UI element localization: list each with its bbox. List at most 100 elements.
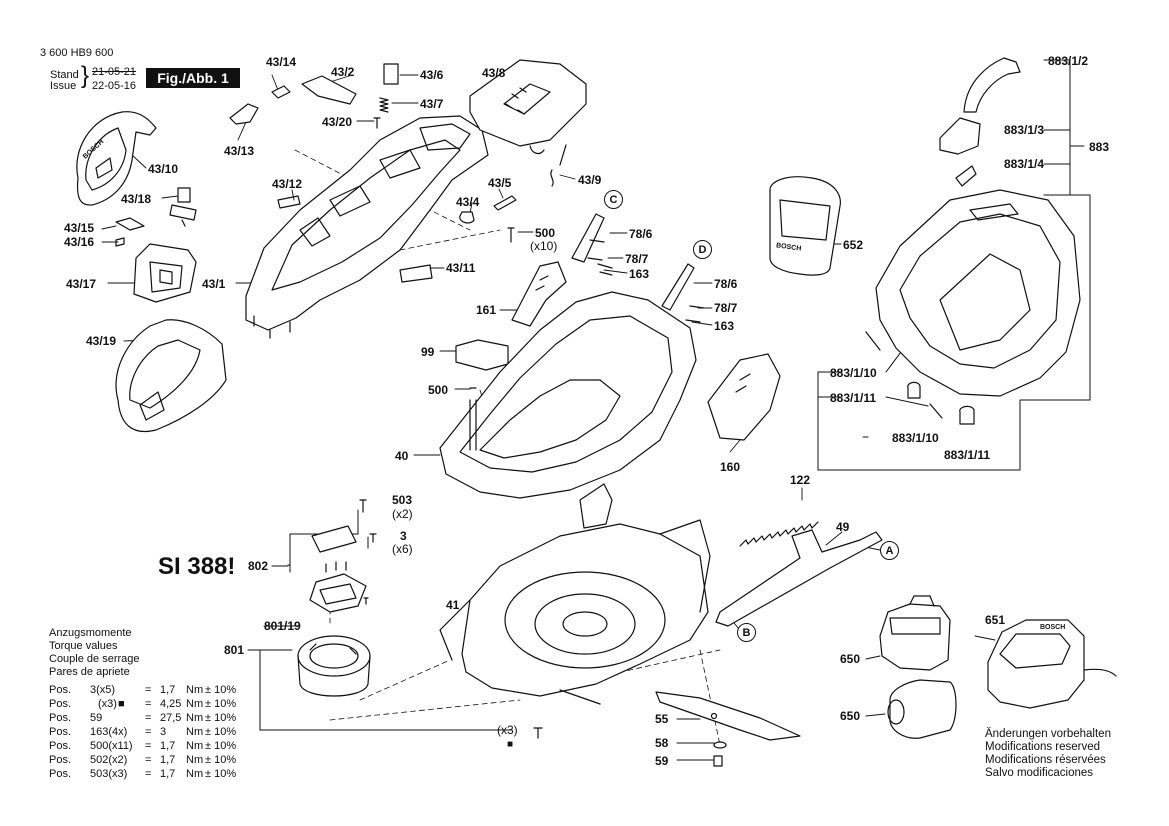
- torque-row-pos: Pos.: [49, 740, 72, 752]
- torque-row-tol: ± 10%: [205, 754, 237, 766]
- date-brace: }: [81, 62, 90, 89]
- torque-row-tol: ± 10%: [205, 712, 237, 724]
- torque-marker-square: ■: [507, 739, 514, 750]
- torque-row-unit: Nm: [186, 740, 204, 752]
- new-date: 22-05-16: [92, 80, 137, 92]
- callout-49: 49: [836, 520, 850, 534]
- callout-500-top: 500: [535, 226, 556, 240]
- torque-row-item: 59: [90, 712, 103, 724]
- torque-row-eq: =: [145, 698, 152, 710]
- callout-78-7-c: 78/7: [625, 252, 649, 266]
- callout-43-13: 43/13: [224, 144, 255, 158]
- callout-40: 40: [395, 449, 409, 463]
- callout-43-1: 43/1: [202, 277, 226, 291]
- reference-circle-b: B: [737, 623, 756, 642]
- callout-43-18: 43/18: [121, 192, 152, 206]
- callout-652: 652: [843, 238, 864, 252]
- callout-58: 58: [655, 736, 669, 750]
- callout-883-1-11-left: 883/1/11: [830, 391, 877, 405]
- torque-row-eq: =: [145, 726, 152, 738]
- torque-row-item: 163(4x): [90, 726, 128, 738]
- callout-883-1-2: 883/1/2: [1048, 54, 1089, 68]
- torque-row-item: 503(x3): [90, 768, 128, 780]
- callout-55: 55: [655, 712, 669, 726]
- torque-row-eq: =: [145, 768, 152, 780]
- torque-row-item: 3(x5): [90, 684, 116, 696]
- torque-row-eq: =: [145, 684, 152, 696]
- reference-circle-a: A: [880, 541, 899, 560]
- callout-43-19: 43/19: [86, 334, 117, 348]
- old-date: 21-05-21: [92, 66, 137, 78]
- callout-43-5: 43/5: [488, 176, 512, 190]
- callout-43-17: 43/17: [66, 277, 97, 291]
- callout-99: 99: [421, 345, 435, 359]
- torque-row-tol: ± 10%: [205, 698, 237, 710]
- callout-163-d: 163: [714, 319, 735, 333]
- reference-circle-d: D: [693, 240, 712, 259]
- callout-883-1-10-right: 883/1/10: [892, 431, 939, 445]
- torque-row-unit: Nm: [186, 712, 204, 724]
- torque-row-item: 500(x11): [90, 740, 133, 752]
- torque-row-pos: Pos.: [49, 726, 72, 738]
- stand-label: Stand: [50, 69, 79, 81]
- torque-row-value: 1,7: [160, 768, 176, 780]
- torque-row-item: (x3): [98, 698, 117, 710]
- callout-801-19: 801/19: [264, 619, 301, 633]
- callout-650-top: 650: [840, 652, 861, 666]
- torque-row-unit: Nm: [186, 698, 204, 710]
- torque-row-unit: Nm: [186, 754, 204, 766]
- torque-row-unit: Nm: [186, 726, 204, 738]
- callout-43-16: 43/16: [64, 235, 95, 249]
- torque-row-marker: ■: [118, 698, 125, 710]
- callout-x3: (x3): [497, 723, 518, 737]
- reference-circle-c: C: [604, 190, 623, 209]
- torque-row-unit: Nm: [186, 684, 204, 696]
- torque-row-value: 1,7: [160, 684, 176, 696]
- callout-883-1-3: 883/1/3: [1004, 123, 1045, 137]
- torque-row-tol: ± 10%: [205, 768, 237, 780]
- torque-title-es: Pares de apriete: [49, 666, 130, 678]
- callout-43-6: 43/6: [420, 68, 444, 82]
- callout-3-qty: (x6): [392, 542, 413, 556]
- callout-43-11: 43/11: [446, 261, 476, 275]
- callout-160: 160: [720, 460, 741, 474]
- callout-161: 161: [476, 303, 497, 317]
- charger-brand-mark: BOSCH: [1040, 624, 1066, 631]
- torque-row-eq: =: [145, 712, 152, 724]
- torque-row-eq: =: [145, 754, 152, 766]
- note-en: Modifications reserved: [985, 741, 1101, 753]
- torque-row-pos: Pos.: [49, 754, 72, 766]
- callout-503-qty: (x2): [392, 507, 413, 521]
- torque-row-value: 4,25: [160, 698, 182, 710]
- callout-43-14: 43/14: [266, 55, 297, 69]
- callout-883-1-10-left: 883/1/10: [830, 366, 877, 380]
- torque-row-tol: ± 10%: [205, 740, 237, 752]
- torque-row-pos: Pos.: [49, 712, 72, 724]
- torque-row-unit: Nm: [186, 768, 204, 780]
- callout-43-4: 43/4: [456, 195, 480, 209]
- callout-801: 801: [224, 643, 245, 657]
- torque-row-tol: ± 10%: [205, 726, 237, 738]
- callout-43-8: 43/8: [482, 66, 506, 80]
- callout-43-20: 43/20: [322, 115, 353, 129]
- callout-500-top-qty: (x10): [530, 239, 558, 253]
- callout-883: 883: [1089, 140, 1110, 154]
- torque-row-eq: =: [145, 740, 152, 752]
- callout-78-7-d: 78/7: [714, 301, 738, 315]
- callout-59: 59: [655, 754, 669, 768]
- callout-43-2: 43/2: [331, 65, 355, 79]
- torque-row-value: 1,7: [160, 754, 176, 766]
- callout-43-10: 43/10: [148, 162, 179, 176]
- callout-503: 503: [392, 493, 413, 507]
- callout-500-mid: 500: [428, 383, 449, 397]
- callout-43-15: 43/15: [64, 221, 95, 235]
- callout-883-1-4: 883/1/4: [1004, 157, 1045, 171]
- callout-43-9: 43/9: [578, 173, 602, 187]
- torque-row-pos: Pos.: [49, 684, 72, 696]
- callout-651: 651: [985, 613, 1006, 627]
- figure-label: Fig./Abb. 1: [146, 68, 240, 88]
- callout-78-6-c: 78/6: [629, 227, 653, 241]
- torque-row-item: 502(x2): [90, 754, 128, 766]
- callout-43-7: 43/7: [420, 97, 444, 111]
